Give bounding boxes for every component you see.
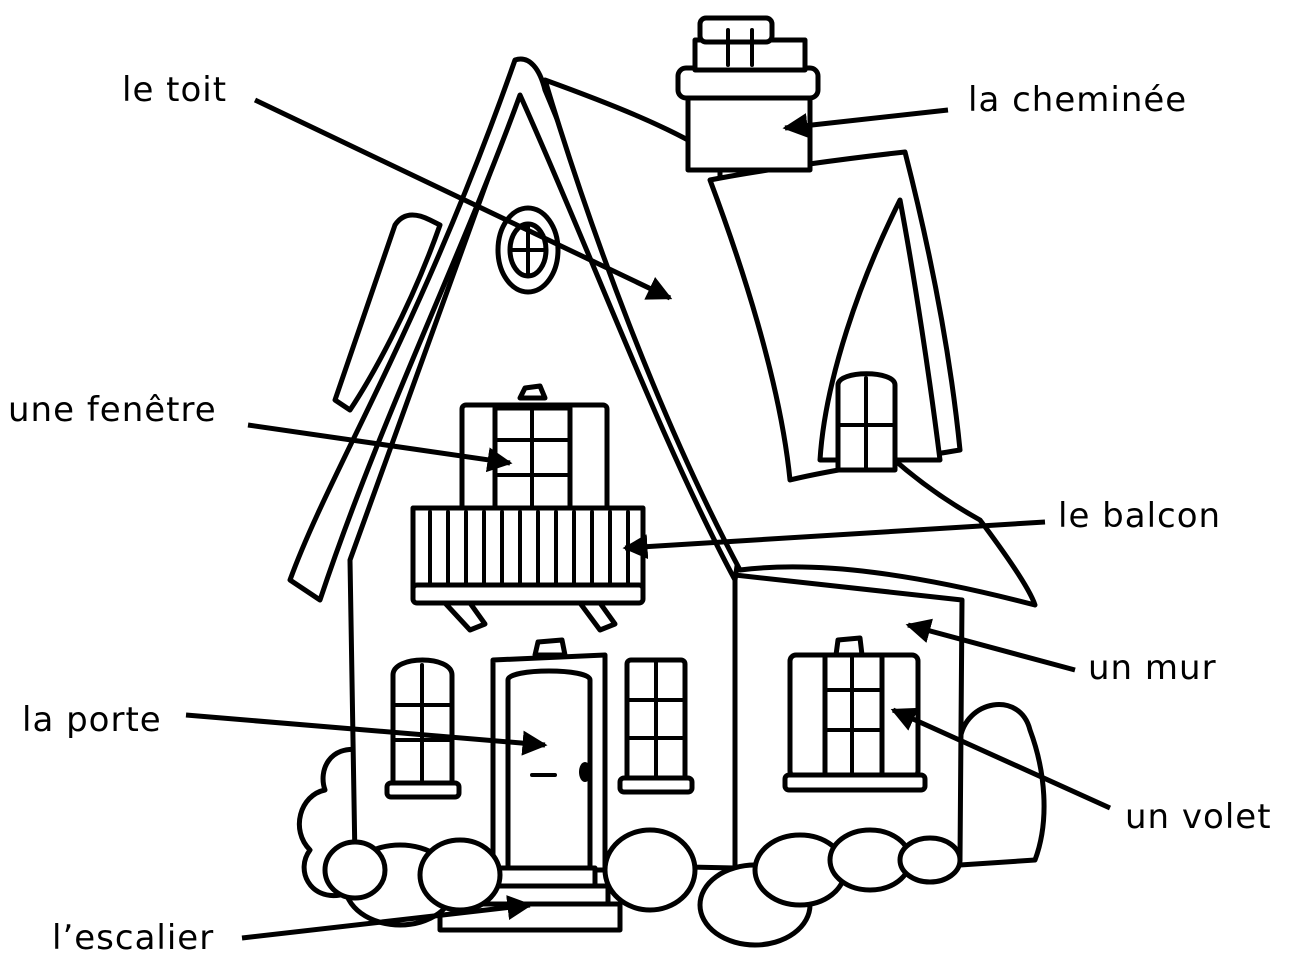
arrow-mur [905,618,1076,673]
arrow-balcon [622,519,1046,560]
middle-window [617,657,695,795]
arrow-escalier [241,895,533,941]
balcony [410,505,646,633]
upper-window [459,383,610,523]
label-mur: un mur [1088,648,1217,688]
attic-window [495,205,561,295]
arrow-volet [890,707,1112,811]
label-arrows [185,97,1112,941]
door [490,637,608,873]
dormer-window [835,371,898,473]
label-cheminee: la cheminée [968,80,1188,120]
label-escalier: l’escalier [52,918,215,958]
label-volet: un volet [1125,797,1272,837]
label-toit: le toit [122,70,228,110]
label-balcon: le balcon [1058,496,1222,536]
label-fenetre: une fenêtre [8,390,217,430]
left-window [384,657,462,800]
arrow-cheminee [782,107,949,138]
arrow-porte [185,712,548,756]
front-bushes [322,827,963,948]
chimney [675,15,821,173]
arrow-toit [253,97,673,301]
right-window [782,635,928,793]
label-porte: la porte [22,700,162,740]
arrow-fenetre [247,422,513,473]
